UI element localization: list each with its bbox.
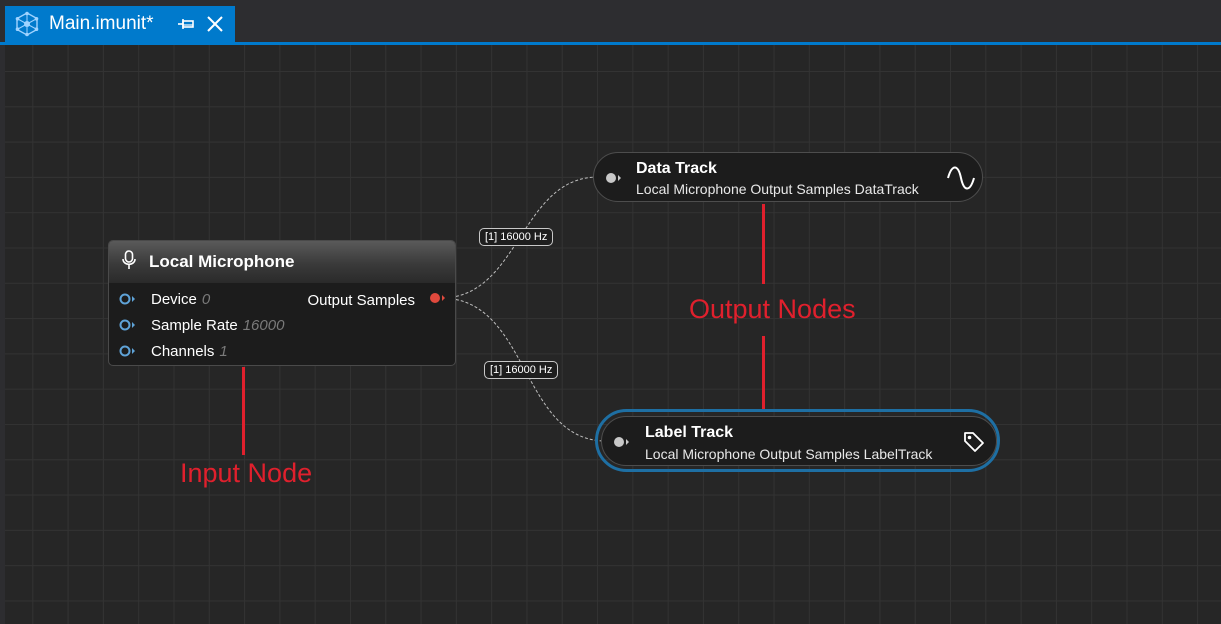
port-value-sample-rate: 16000 (242, 316, 285, 334)
port-value-channels: 1 (219, 342, 228, 360)
output-annotation-line-bottom (762, 336, 765, 409)
output-nodes-annotation: Output Nodes (689, 294, 856, 324)
network-graph-icon (13, 10, 41, 38)
input-port-icon[interactable] (605, 171, 623, 185)
port-label-channels: Channels (151, 342, 215, 360)
input-port-channels[interactable]: Channels 1 (119, 340, 228, 362)
input-port-icon[interactable] (119, 318, 137, 332)
output-annotation-line-top (762, 204, 765, 284)
input-annotation-line (242, 367, 245, 455)
port-label-output-samples: Output Samples (307, 291, 415, 309)
sine-wave-icon (946, 166, 976, 195)
output-node-title: Data Track (636, 160, 717, 177)
microphone-icon (121, 249, 137, 275)
input-node-title: Local Microphone (149, 252, 295, 271)
tab-underline (0, 42, 1221, 45)
input-port-icon[interactable] (119, 344, 137, 358)
input-port-sample-rate[interactable]: Sample Rate 16000 (119, 314, 284, 336)
tab-title: Main.imunit* (49, 13, 154, 34)
port-label-sample-rate: Sample Rate (151, 316, 238, 334)
output-port-output-samples[interactable]: Output Samples (307, 289, 447, 311)
selection-highlight (595, 409, 1000, 472)
tab-main-imunit[interactable]: Main.imunit* (5, 6, 235, 42)
output-port-icon[interactable] (429, 291, 447, 309)
output-node-title: Label Track (645, 424, 734, 441)
pin-icon[interactable] (177, 16, 195, 32)
document-tab-bar: Main.imunit* (0, 0, 1221, 46)
input-node-local-microphone[interactable]: Local Microphone Device 0 Sample Rate 16… (108, 240, 456, 366)
output-node-label-track[interactable]: Label Track Local Microphone Output Samp… (601, 416, 997, 466)
wire-label-data-track: [1] 16000 Hz (479, 228, 554, 246)
input-port-icon[interactable] (613, 435, 631, 449)
input-port-device[interactable]: Device 0 (119, 288, 210, 310)
output-node-subtitle: Local Microphone Output Samples DataTrac… (636, 181, 919, 197)
tag-icon (963, 431, 985, 458)
output-node-data-track[interactable]: Data Track Local Microphone Output Sampl… (593, 152, 983, 202)
input-port-icon[interactable] (119, 292, 137, 306)
port-value-device: 0 (201, 290, 211, 308)
close-icon[interactable] (206, 15, 224, 33)
wire-label-label-track: [1] 16000 Hz (484, 361, 559, 379)
port-label-device: Device (151, 290, 197, 308)
input-node-annotation: Input Node (180, 458, 313, 488)
input-node-header[interactable]: Local Microphone (109, 241, 455, 283)
output-node-subtitle: Local Microphone Output Samples LabelTra… (645, 446, 933, 462)
